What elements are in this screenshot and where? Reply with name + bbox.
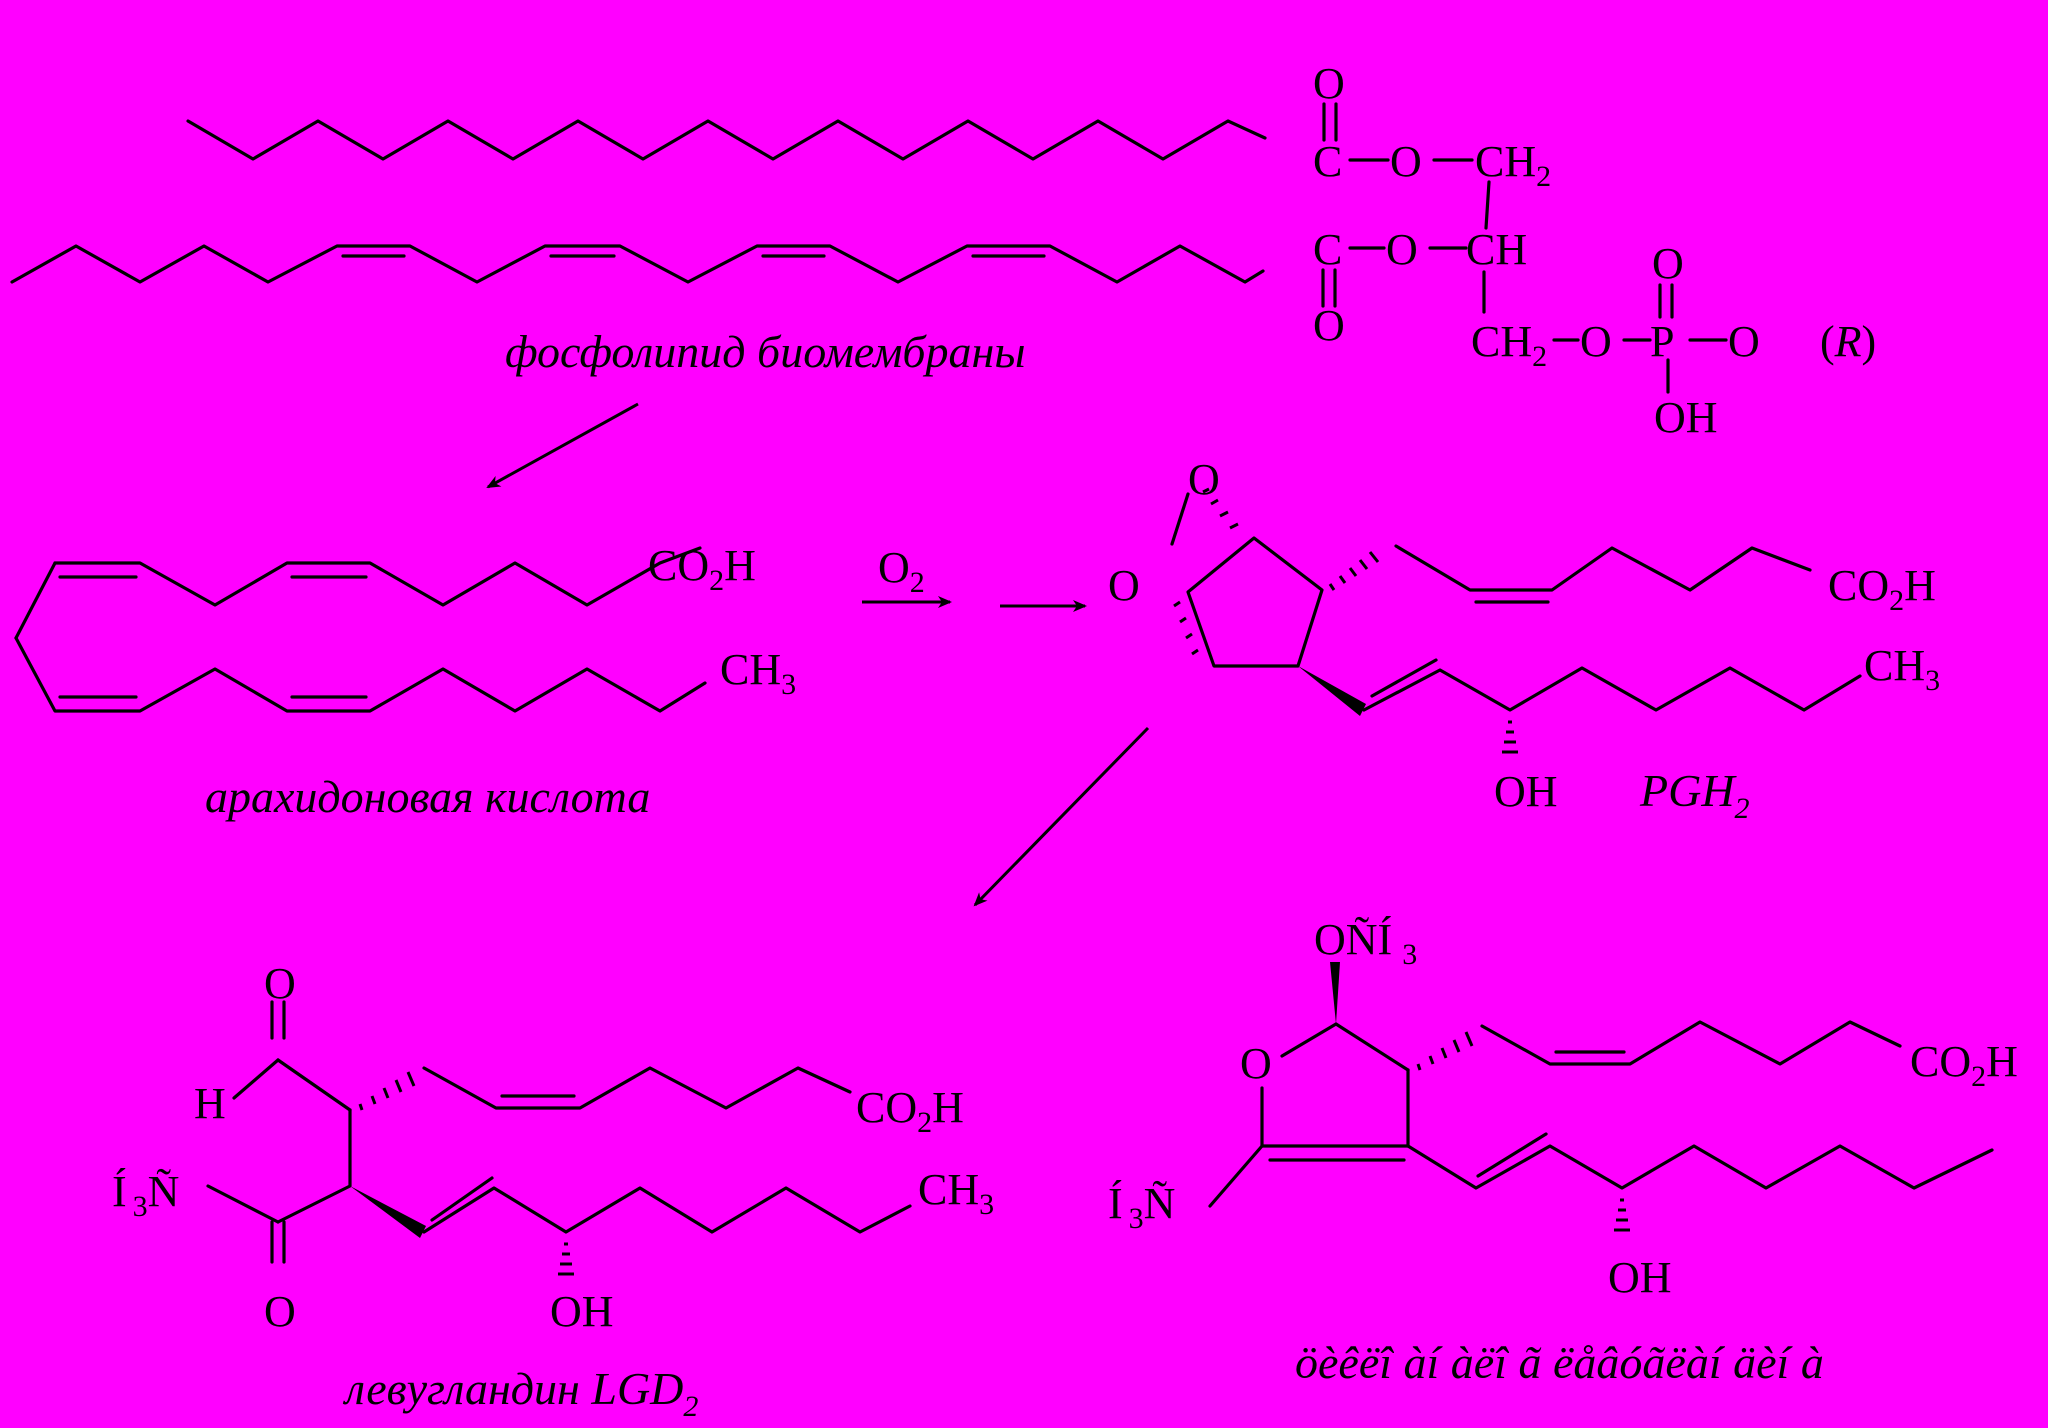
arachidonic-acid-structure: CO2H CH3 арахидоновая кислота [14, 541, 796, 822]
peroxide-oxygen-1: O [1188, 455, 1220, 504]
cyclic-lower-chain [1406, 1144, 1994, 1190]
glycerol-ch2-top: CH2 [1475, 137, 1551, 193]
carbonyl-carbon-2: C [1313, 225, 1342, 274]
cyclic-upper-chain [1480, 1020, 1902, 1066]
saturated-acyl-chain [186, 119, 1267, 161]
arachidonic-carboxyl: CO2H [648, 541, 756, 597]
peroxide-oxygen-2: O [1108, 561, 1140, 610]
lgd2-upper-chain [422, 1066, 852, 1110]
lgd2-backbone [276, 1108, 352, 1224]
pgh2-hydroxyl: OH [1494, 767, 1558, 816]
cyclic-carboxyl: CO2H [1910, 1037, 2018, 1093]
lgd2-lower-chain [422, 1186, 912, 1234]
arrow-hydrolysis [486, 402, 639, 489]
ketone-oxygen: O [264, 1287, 296, 1336]
caption-phospholipid: фосфолипид биомембраны [505, 326, 1026, 377]
phosphate-oxygen-1: O [1580, 317, 1612, 366]
lgd2-methyl: CH3 [918, 1165, 994, 1221]
pgh2-methyl: CH3 [1864, 641, 1940, 697]
wedge-bond [1298, 666, 1366, 716]
ring-oxygen: O [1240, 1039, 1272, 1088]
phosphorus: P [1650, 317, 1674, 366]
glycerol-ch: CH [1466, 225, 1527, 274]
pgh2-lower-chain [1362, 666, 1862, 712]
caption-arachidonic-acid: арахидоновая кислота [205, 771, 650, 822]
head-group-r: (R) [1820, 317, 1876, 366]
lgd2-hydroxyl: OH [550, 1287, 614, 1336]
glycerol-ch2-bottom: CH2 [1471, 317, 1547, 373]
caption-levuglandin: левугландин LGD2 [342, 1363, 698, 1423]
cyclic-hydroxyl: OH [1608, 1253, 1672, 1302]
carbonyl-oxygen-1: O [1313, 59, 1345, 108]
wedge-bond [350, 1186, 426, 1238]
arachidonic-lower-chain [14, 636, 707, 713]
arrow-rearrangement [973, 726, 1150, 907]
carbonyl-carbon-1: C [1313, 137, 1342, 186]
ester-oxygen-2: O [1386, 225, 1418, 274]
aldehyde-oxygen: O [264, 959, 296, 1008]
hashed-bond [1173, 487, 1239, 656]
pgh2-upper-chain [1394, 544, 1812, 592]
pgh2-carboxyl: CO2H [1828, 561, 1936, 617]
arachidonic-methyl: CH3 [720, 645, 796, 701]
arachidonic-upper-chain [53, 546, 702, 607]
phosphate-hydroxyl: OH [1654, 393, 1718, 442]
reagent-oxygen: O2 [878, 543, 925, 599]
pgh2-structure: CO2H O O CH3 OH PGH2 [1108, 455, 1940, 825]
phosphate-oxygen-2: O [1728, 317, 1760, 366]
lgd2-carboxyl: CO2H [856, 1083, 964, 1139]
carbonyl-oxygen-2: O [1313, 301, 1345, 350]
phospholipid-structure: O C O CH2 C O CH O CH2 O P O O (R) OH фо… [10, 59, 1876, 442]
wedge-bond [1330, 962, 1340, 1024]
polyunsaturated-acyl-chain [10, 244, 1265, 284]
caption-cyclic-derivative: öèêëî àí àëî ã ëåâóãëàí äèí à [1295, 1337, 1824, 1388]
caption-pgh2: PGH2 [1639, 765, 1750, 825]
aldehyde-hydrogen: H [194, 1079, 226, 1128]
phosphoryl-oxygen: O [1652, 239, 1684, 288]
cyclopentane-ring [1186, 536, 1324, 668]
ester-oxygen-1: O [1390, 137, 1422, 186]
